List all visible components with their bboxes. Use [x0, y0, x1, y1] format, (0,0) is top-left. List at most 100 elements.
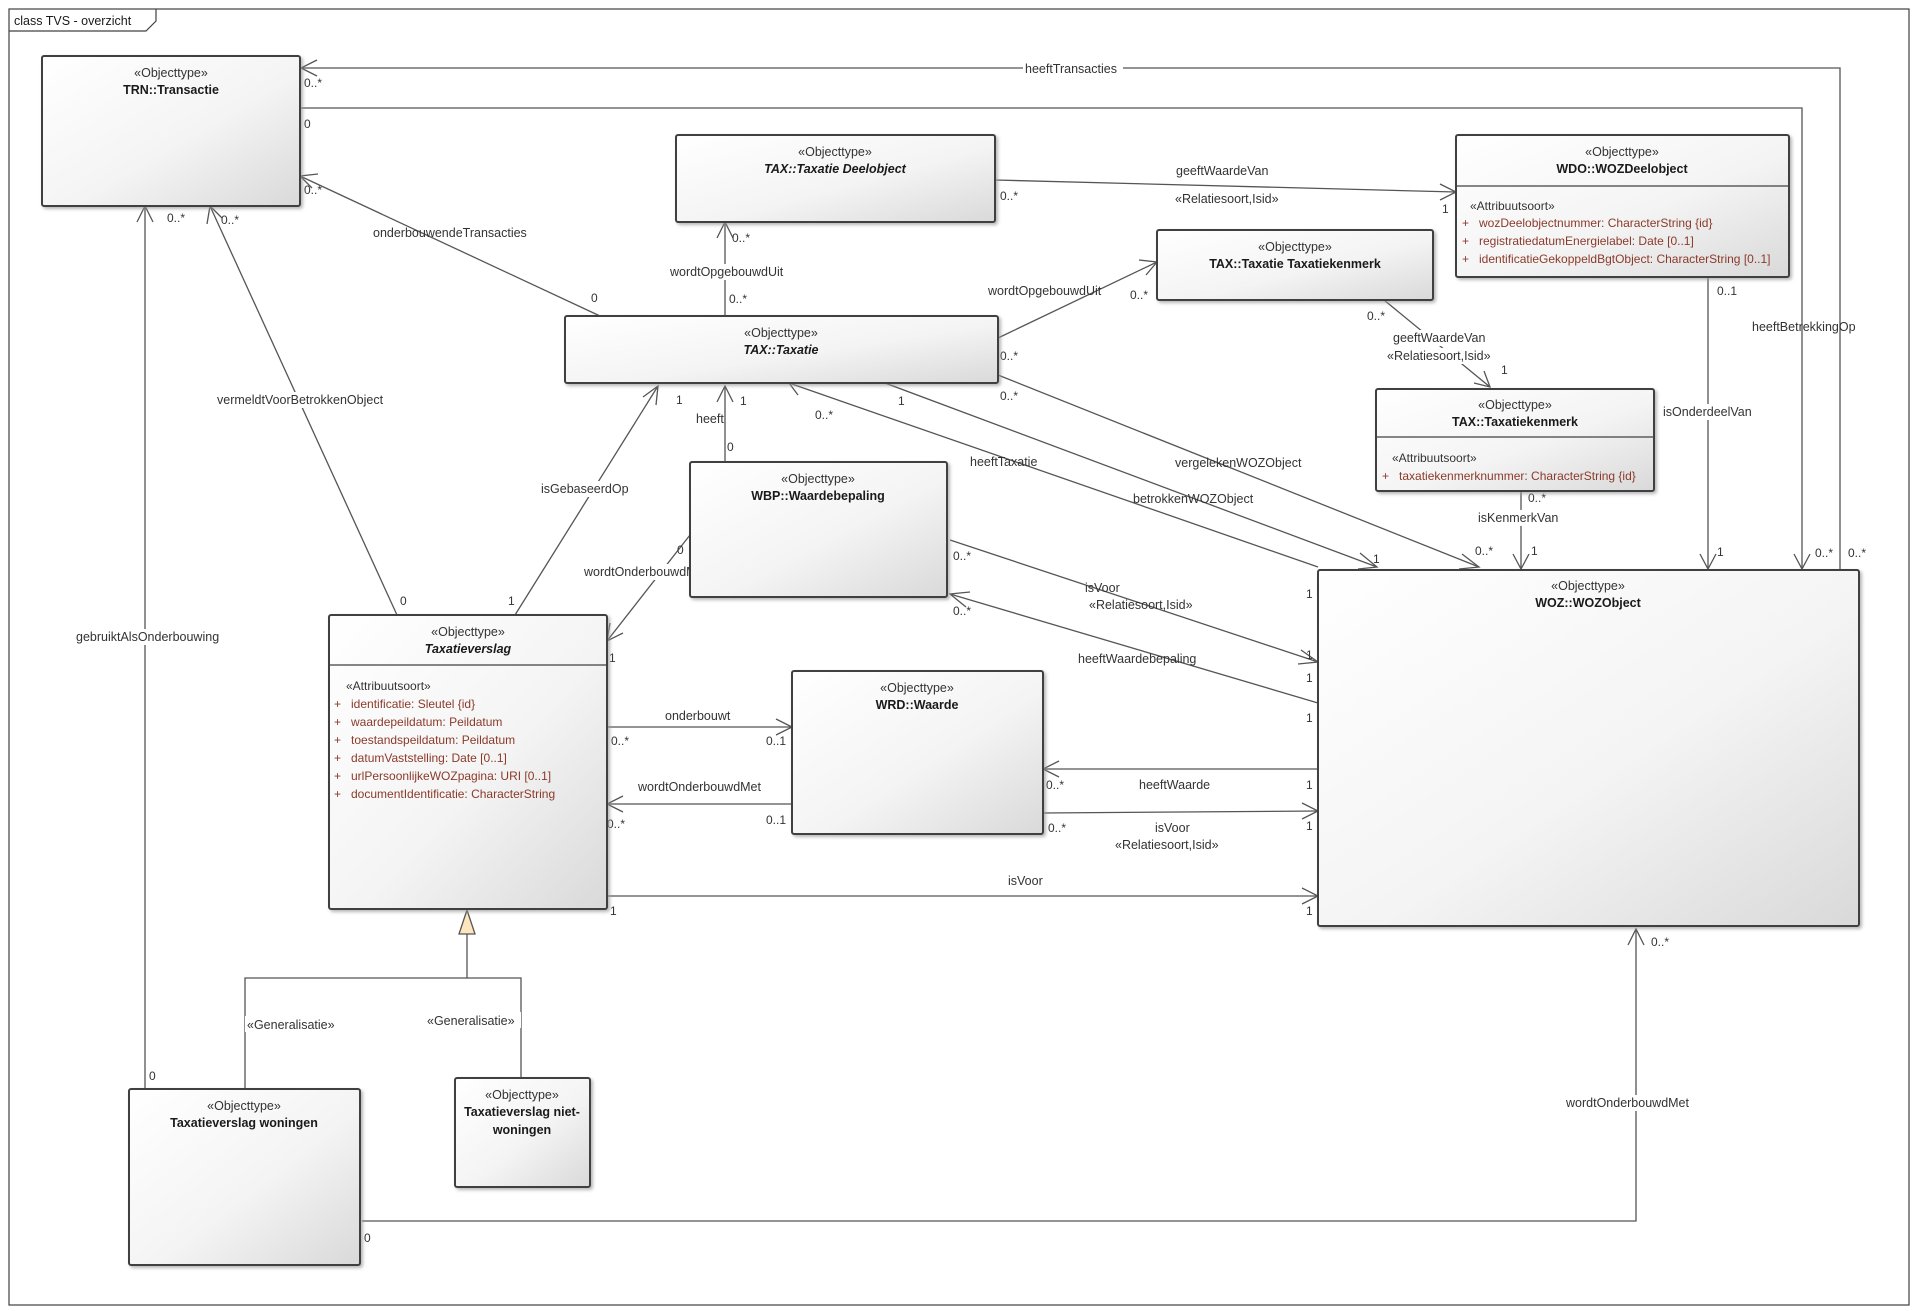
attribute-header: «Attribuutsoort» [1470, 199, 1555, 213]
mult: 0..* [611, 734, 629, 748]
label-bg [668, 264, 792, 280]
class-name: WDO::WOZDeelobject [1556, 162, 1688, 176]
edge-heeft-waardebepaling[interactable] [949, 593, 1319, 704]
edge-heeft-taxatie[interactable] [788, 382, 1319, 568]
label-relatiesoort: «Relatiesoort,Isid» [1115, 838, 1219, 852]
label-bg [245, 1016, 341, 1032]
label-heeft-betrekking-op: heeftBetrekkingOp [1752, 320, 1856, 334]
stereotype: «Objecttype» [207, 1099, 281, 1113]
attribute-header: «Attribuutsoort» [1392, 451, 1477, 465]
edge-geeft-waarde-van[interactable] [994, 179, 1457, 193]
mult: 0..* [729, 292, 747, 306]
label-betrokken-woz-object: betrokkenWOZObject [1133, 492, 1254, 506]
edge-is-gebaseerd-op[interactable] [514, 385, 659, 616]
label-bg [694, 410, 724, 426]
label-heeft-transacties: heeftTransacties [1025, 62, 1117, 76]
mult: 0..* [1848, 546, 1866, 560]
class-name: Taxatieverslag [425, 642, 512, 656]
class-woz-object[interactable]: «Objecttype» WOZ::WOZObject [1317, 569, 1860, 927]
frame-border [8, 8, 1910, 1306]
mult: 1 [1306, 587, 1313, 601]
label-bg [1661, 404, 1753, 420]
attribute: + taxatiekenmerknummer: CharacterString … [1382, 469, 1636, 483]
frame-title: class TVS - overzicht [14, 14, 132, 28]
arrowhead [948, 591, 971, 608]
attribute: + identificatieGekoppeldBgtObject: Chara… [1462, 252, 1771, 266]
attribute: + registratiedatumEnergielabel: Date [0.… [1462, 234, 1694, 248]
label-is-kenmerk-van: isKenmerkVan [1478, 511, 1558, 525]
mult: 0..* [221, 213, 239, 227]
label-bg [425, 1012, 521, 1028]
generalization-niet-woningen[interactable] [467, 977, 522, 1078]
class-transactie[interactable]: «Objecttype» TRN::Transactie [41, 55, 301, 207]
edge-is-voor-wbp[interactable] [949, 539, 1319, 663]
frame-tab [9, 9, 157, 32]
class-taxatie[interactable]: «Objecttype» TAX::Taxatie [564, 315, 999, 384]
mult: 1 [1531, 544, 1538, 558]
stereotype: «Objecttype» [431, 625, 505, 639]
class-woz-deelobject[interactable]: «Objecttype» WDO::WOZDeelobject «Attribu… [1455, 134, 1790, 278]
mult: 1 [898, 394, 905, 408]
edge-heeft-betrekking-op[interactable] [300, 107, 1803, 570]
attribute: + identificatie: Sleutel {id} [334, 697, 475, 711]
mult: 1 [1373, 552, 1380, 566]
label-bg [1385, 348, 1493, 364]
edge-vergeleken-woz-object[interactable] [997, 374, 1480, 568]
label-relatiesoort: «Relatiesoort,Isid» [1175, 192, 1279, 206]
stereotype: «Objecttype» [134, 66, 208, 80]
edge-onderbouwende-transacties[interactable] [299, 175, 601, 317]
class-taxatieverslag[interactable]: «Objecttype» Taxatieverslag «Attribuutso… [328, 614, 608, 910]
attribute: + documentIdentificatie: CharacterString [334, 787, 555, 801]
mult: 1 [1306, 648, 1313, 662]
mult: 1 [1306, 819, 1313, 833]
class-name: WBP::Waardebepaling [751, 489, 885, 503]
mult: 0..* [1528, 491, 1546, 505]
label-bg [1023, 60, 1123, 76]
edge-wordt-opgebouwd-uit-kenmerk[interactable] [997, 261, 1158, 339]
stereotype: «Objecttype» [1585, 145, 1659, 159]
attribute: + toestandspeildatum: Peildatum [334, 733, 515, 747]
diagram-frame: class TVS - overzicht [8, 8, 1910, 1306]
class-taxatieverslag-woningen[interactable]: «Objecttype» Taxatieverslag woningen [128, 1088, 361, 1266]
mult: 1 [609, 651, 616, 665]
mult: 1 [740, 394, 747, 408]
mult: 1 [676, 393, 683, 407]
edge-betrokken-woz-object[interactable] [884, 382, 1378, 568]
edge-wordt-onderbouwd-met-wbp[interactable] [606, 534, 691, 642]
edge-heeft-transacties[interactable] [300, 67, 1841, 570]
label-relatiesoort: «Relatiesoort,Isid» [1089, 598, 1193, 612]
attribute: + urlPersoonlijkeWOZpagina: URI [0..1] [334, 769, 551, 783]
mult: 0..* [1048, 821, 1066, 835]
class-waarde[interactable]: «Objecttype» WRD::Waarde [791, 670, 1044, 835]
stereotype: «Objecttype» [798, 145, 872, 159]
edge-wordt-onderbouwd-met-tvw[interactable] [362, 929, 1637, 1222]
mult: 0 [591, 291, 598, 305]
label-heeft-waardebepaling: heeftWaardebepaling [1078, 652, 1196, 666]
class-taxatieverslag-niet-woningen[interactable]: «Objecttype» Taxatieverslag niet- woning… [454, 1077, 591, 1188]
attribute: + waardepeildatum: Peildatum [334, 715, 502, 729]
label-wordt-opgebouwd-uit: wordtOpgebouwdUit [987, 284, 1102, 298]
attribute: + datumVaststelling: Date [0..1] [334, 751, 507, 765]
mult: 1 [1717, 545, 1724, 559]
arrowhead [1138, 259, 1159, 276]
associations: heeftTransacties 0..* 0..* heeftBetrekki… [74, 59, 1866, 1245]
mult: 0 [304, 117, 311, 131]
mult: 0 [727, 440, 734, 454]
class-waardebepaling[interactable]: «Objecttype» WBP::Waardebepaling [689, 461, 948, 598]
class-taxatiekenmerk[interactable]: «Objecttype» TAX::Taxatiekenmerk «Attrib… [1375, 388, 1655, 492]
mult: 1 [610, 904, 617, 918]
edge-is-voor-wrd[interactable] [1042, 810, 1319, 814]
arrowhead [642, 384, 659, 406]
class-name: Taxatieverslag woningen [170, 1116, 318, 1130]
class-name: TAX::Taxatie [743, 343, 818, 357]
class-taxatie-taxatiekenmerk[interactable]: «Objecttype» TAX::Taxatie Taxatiekenmerk [1156, 229, 1434, 301]
label-geeft-waarde-van: geeftWaardeVan [1393, 331, 1485, 345]
classes: «Objecttype» TRN::Transactie «Objecttype… [41, 55, 1860, 1266]
class-taxatie-deelobject[interactable]: «Objecttype» TAX::Taxatie Deelobject [675, 134, 996, 223]
label-wordt-onderbouwd-met: wordtOnderbouwdMet [583, 565, 708, 579]
generalization-woningen[interactable] [244, 934, 468, 1089]
mult: 0..* [815, 408, 833, 422]
edge-vermeldt-voor-betrokken-object[interactable] [209, 205, 398, 616]
label-bg [1476, 510, 1562, 526]
label-bg [582, 564, 716, 580]
